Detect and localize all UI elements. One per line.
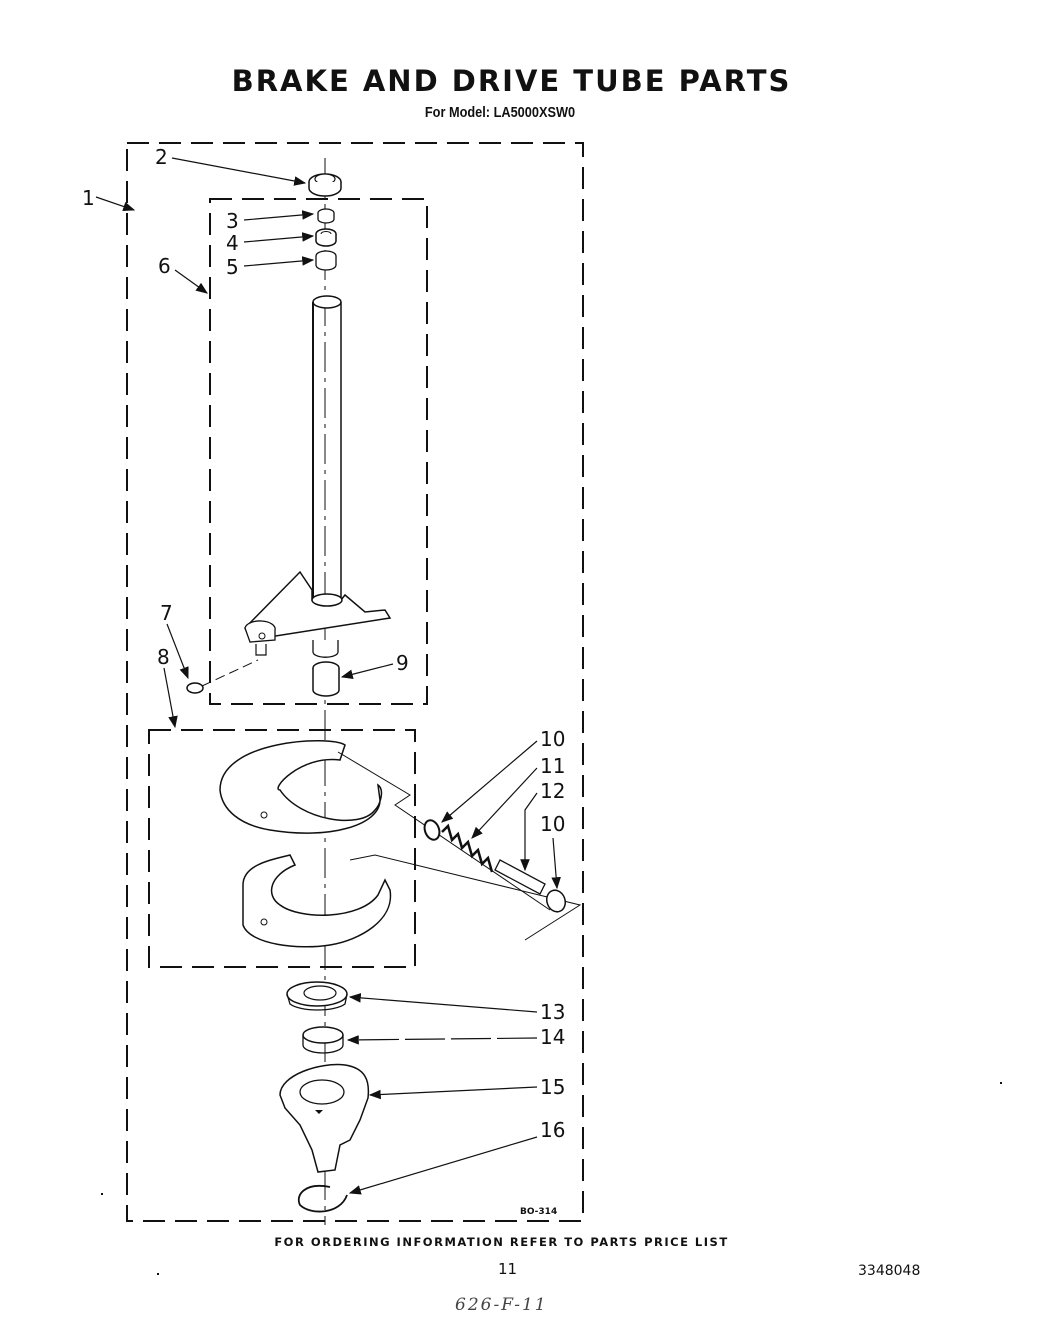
drawing-reference: BO-314 — [520, 1207, 557, 1217]
part-9-bushing — [312, 661, 340, 697]
svg-text:15: 15 — [540, 1075, 565, 1099]
callout-9: 9 — [340, 651, 409, 679]
callout-12: 12 — [520, 779, 565, 872]
part-5-bearing — [315, 250, 337, 271]
part-11-spring — [441, 823, 494, 873]
svg-text:14: 14 — [540, 1025, 565, 1049]
part-12-pin — [494, 859, 546, 895]
part-3-seal — [317, 208, 335, 224]
model-subtitle: For Model: LA5000XSW0 — [424, 104, 576, 121]
callout-8: 8 — [157, 645, 178, 729]
svg-text:13: 13 — [540, 1000, 565, 1024]
callout-5: 5 — [226, 255, 315, 279]
brake-shoe-upper — [219, 740, 383, 834]
part-10-washer-right — [545, 889, 567, 913]
svg-text:1: 1 — [82, 186, 95, 210]
svg-text:4: 4 — [226, 231, 239, 255]
svg-text:2: 2 — [155, 145, 168, 169]
part-10-washer-left — [423, 819, 441, 841]
assembly-1-boundary — [126, 142, 584, 1222]
svg-text:10: 10 — [540, 727, 565, 751]
callout-11: 11 — [471, 754, 565, 839]
callout-6: 6 — [158, 254, 208, 294]
svg-text:10: 10 — [540, 812, 565, 836]
callout-3: 3 — [226, 209, 315, 233]
svg-text:5: 5 — [226, 255, 239, 279]
part-14-clutch-lining — [302, 1026, 344, 1054]
part-7-retaining-ring — [186, 659, 259, 694]
handwritten-note: 626-F-11 — [455, 1295, 548, 1315]
callout-7: 7 — [160, 601, 189, 680]
callout-1: 1 — [82, 186, 136, 212]
callout-10-upper: 10 — [441, 727, 565, 823]
svg-text:8: 8 — [157, 645, 170, 669]
callout-2: 2 — [155, 145, 307, 186]
ordering-note: FOR ORDERING INFORMATION REFER TO PARTS … — [274, 1235, 729, 1249]
part-16-retaining-ring — [297, 1185, 348, 1213]
svg-text:11: 11 — [540, 754, 565, 778]
brake-shoe-8-boundary — [148, 729, 416, 968]
subassembly-6-boundary — [209, 198, 428, 705]
callout-4: 4 — [226, 231, 315, 255]
document-number: 3348048 — [858, 1263, 921, 1279]
svg-text:6: 6 — [158, 254, 171, 278]
callout-14: 14 — [346, 1025, 565, 1049]
callout-13: 13 — [348, 993, 565, 1024]
part-15-brake-cam — [279, 1063, 370, 1173]
part-13-clutch-housing — [286, 981, 348, 1011]
brake-shoe-lower — [242, 854, 392, 948]
svg-text:9: 9 — [396, 651, 409, 675]
page-number: 11 — [498, 1260, 518, 1278]
part-4-bearing — [315, 228, 337, 247]
callout-15: 15 — [368, 1075, 565, 1100]
svg-text:12: 12 — [540, 779, 565, 803]
drive-tube — [244, 295, 392, 658]
svg-text:16: 16 — [540, 1118, 565, 1142]
page-title: BRAKE AND DRIVE TUBE PARTS — [231, 64, 792, 98]
svg-text:7: 7 — [160, 601, 173, 625]
callout-16: 16 — [348, 1118, 565, 1195]
svg-text:3: 3 — [226, 209, 239, 233]
part-2-seal — [308, 173, 342, 197]
callout-10-lower: 10 — [540, 812, 565, 890]
